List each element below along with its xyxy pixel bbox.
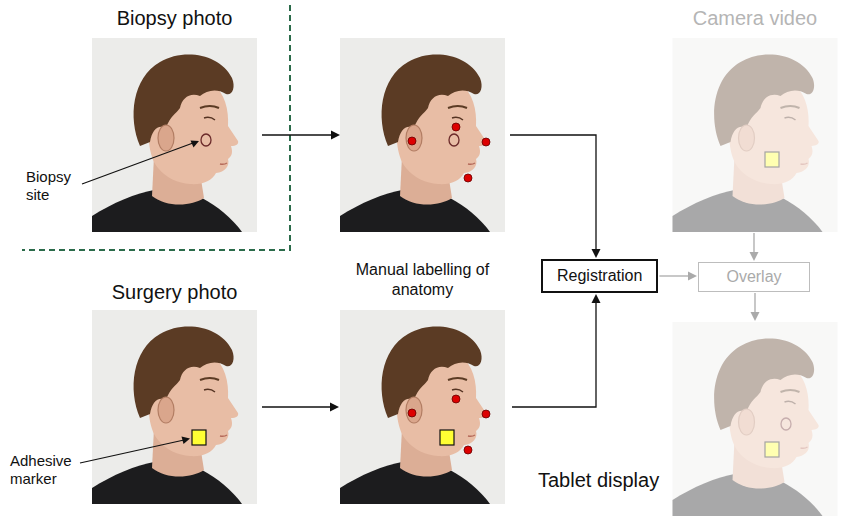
node-heading: Surgery photo: [72, 280, 277, 304]
photo: [92, 310, 257, 504]
fade-veil: [672, 38, 838, 232]
arrow-head: [750, 252, 759, 261]
connector-arrow: [753, 233, 754, 253]
overlay-box: Overlay: [698, 262, 810, 292]
node-heading: Tablet display: [538, 468, 678, 492]
arrow-head: [592, 249, 601, 258]
landmark-dot: [464, 446, 472, 454]
arrow-head: [182, 437, 191, 445]
registration-box: Registration: [541, 259, 658, 293]
connector-arrow: [262, 406, 331, 407]
landmark-dot: [464, 174, 472, 182]
node-heading: Manual labelling of anatomy: [350, 260, 495, 300]
landmark-dot: [482, 138, 490, 146]
surgery-photo: Surgery photo: [92, 310, 257, 504]
leader-line: [82, 143, 193, 184]
callout-label: Biopsy site: [26, 168, 88, 204]
labelled-photo: Manual labelling of anatomy: [340, 310, 505, 504]
connector-arrow: [754, 293, 755, 313]
connector-arrow: [659, 275, 689, 276]
flow-arrow: [262, 134, 331, 135]
photo: [673, 322, 838, 516]
connector-arrow: [512, 302, 596, 407]
landmark-dot: [452, 123, 460, 131]
callout-label: Adhesive marker: [10, 452, 82, 488]
arrow-head: [688, 272, 697, 281]
tablet-display-frame: Tablet display: [672, 322, 838, 516]
landmark-dot: [408, 137, 416, 145]
adhesive-marker: [440, 430, 454, 445]
biopsy-photo: Biopsy photo: [92, 38, 257, 232]
photo: [340, 310, 505, 504]
arrow-head: [191, 141, 200, 148]
landmark-dot: [408, 409, 416, 417]
biopsy-circle: [449, 134, 459, 146]
flow-arrow: [510, 135, 596, 250]
landmark-dot: [482, 410, 490, 418]
arrow-head: [331, 131, 340, 140]
node-heading: Camera video: [662, 6, 846, 30]
leader-line: [80, 440, 184, 463]
landmark-dot: [452, 395, 460, 403]
photo: [340, 38, 505, 232]
adhesive-marker: [192, 430, 206, 445]
biopsy-circle: [201, 134, 211, 146]
photo: [92, 38, 257, 232]
arrow-head: [330, 403, 339, 412]
dashed-separator: [22, 5, 290, 250]
photo: [673, 38, 838, 232]
node-label: Overlay: [726, 268, 781, 286]
node-heading: Biopsy photo: [72, 6, 277, 30]
fade-veil: [672, 322, 838, 516]
arrow-head: [592, 294, 601, 303]
arrow-head: [751, 312, 760, 321]
node-label: Registration: [557, 267, 642, 285]
camera-video-frame: Camera video: [672, 38, 838, 232]
